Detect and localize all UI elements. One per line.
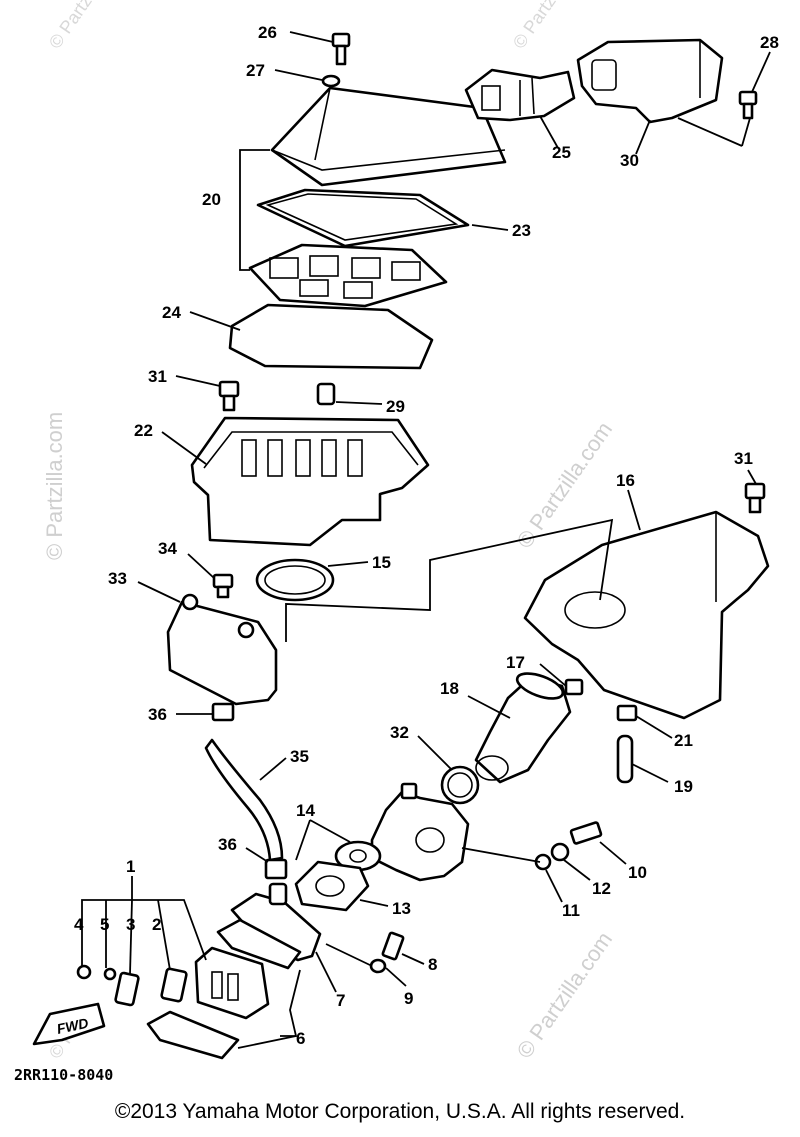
drawing-code: 2RR110-8040 — [14, 1066, 113, 1084]
callout-17: 17 — [506, 653, 525, 672]
part-spacer-13 — [294, 860, 370, 912]
part-filter-element-24 — [228, 303, 434, 370]
callout-13: 13 — [392, 899, 411, 918]
callout-18: 18 — [440, 679, 459, 698]
callout-1: 1 — [126, 857, 135, 876]
watermark-left: © Partzilla.com — [42, 412, 67, 560]
callout-25: 25 — [552, 143, 571, 162]
part-gasket-6-lower — [146, 1010, 240, 1060]
part-small-3 — [114, 971, 140, 1007]
callout-12: 12 — [592, 879, 611, 898]
callout-group: 26 27 28 25 30 20 23 24 31 29 22 31 16 3… — [74, 23, 779, 1048]
part-clamp-32 — [440, 765, 480, 805]
part-bolt-31-right — [744, 482, 766, 514]
part-bolt-31-left — [218, 380, 240, 412]
callout-34: 34 — [158, 539, 177, 558]
part-clamp-17 — [564, 678, 584, 696]
callout-28: 28 — [760, 33, 779, 52]
part-screw-34 — [212, 573, 234, 599]
callout-20: 20 — [202, 190, 221, 209]
callout-32: 32 — [390, 723, 409, 742]
fwd-label: FWD — [55, 1015, 90, 1037]
part-small-5 — [103, 967, 117, 981]
part-bolt-8 — [381, 931, 405, 961]
part-gasket-23 — [256, 188, 470, 248]
callout-7: 7 — [336, 991, 345, 1010]
watermark-top-center: © Partz — [509, 0, 560, 52]
callout-36-upper: 36 — [148, 705, 167, 724]
callout-9: 9 — [404, 989, 413, 1008]
callout-3: 3 — [126, 915, 135, 934]
part-carburetor — [370, 782, 470, 882]
part-intake-joint-18 — [474, 672, 572, 784]
callout-27: 27 — [246, 61, 265, 80]
callout-19: 19 — [674, 777, 693, 796]
part-seal-15 — [255, 558, 335, 602]
callout-10: 10 — [628, 863, 647, 882]
callout-35: 35 — [290, 747, 309, 766]
part-tank-33 — [166, 593, 278, 706]
part-small-4 — [76, 964, 92, 980]
part-duct-30 — [576, 38, 724, 124]
watermark-center: © Partzilla.com — [512, 417, 618, 553]
callout-33: 33 — [108, 569, 127, 588]
callout-15: 15 — [372, 553, 391, 572]
part-screw-26 — [321, 32, 351, 88]
callout-21: 21 — [674, 731, 693, 750]
part-washer-9 — [369, 958, 387, 974]
part-gasket-6-upper — [216, 918, 302, 970]
part-plug-21 — [616, 704, 638, 722]
part-element-frame — [248, 243, 448, 308]
part-joint-25 — [464, 68, 576, 122]
part-air-box-cover — [270, 86, 507, 187]
callout-14: 14 — [296, 801, 315, 820]
part-fitting-36-upper — [211, 702, 235, 722]
callout-23: 23 — [512, 221, 531, 240]
watermark-bottom-right: © Partzilla.com — [512, 927, 618, 1063]
copyright-notice: ©2013 Yamaha Motor Corporation, U.S.A. A… — [114, 1100, 686, 1123]
callout-26: 26 — [258, 23, 277, 42]
part-small-2 — [160, 967, 188, 1003]
callout-29: 29 — [386, 397, 405, 416]
callout-4: 4 — [74, 915, 84, 934]
callout-31-right: 31 — [734, 449, 753, 468]
callout-11: 11 — [562, 901, 580, 920]
part-fitting-36-lower — [264, 858, 288, 880]
part-tube-19 — [616, 734, 634, 784]
part-bolt-10 — [569, 821, 603, 845]
callout-24: 24 — [162, 303, 181, 322]
callout-8: 8 — [428, 955, 437, 974]
part-air-case-22 — [190, 416, 430, 547]
callout-22: 22 — [134, 421, 153, 440]
part-washer-12 — [550, 842, 570, 862]
part-air-case-16 — [523, 510, 770, 720]
callout-30: 30 — [620, 151, 639, 170]
callout-36-lower: 36 — [218, 835, 237, 854]
callout-31-left: 31 — [148, 367, 167, 386]
part-cap-29 — [316, 382, 336, 406]
leader-lines — [81, 31, 771, 1049]
part-bolt-28 — [738, 90, 758, 120]
callout-2: 2 — [152, 915, 161, 934]
callout-6: 6 — [296, 1029, 305, 1048]
callout-5: 5 — [100, 915, 109, 934]
part-reed-valve — [194, 946, 270, 1020]
callout-16: 16 — [616, 471, 635, 490]
watermark-top-left: © Partz — [45, 0, 96, 52]
fwd-arrow-icon — [32, 1002, 106, 1046]
